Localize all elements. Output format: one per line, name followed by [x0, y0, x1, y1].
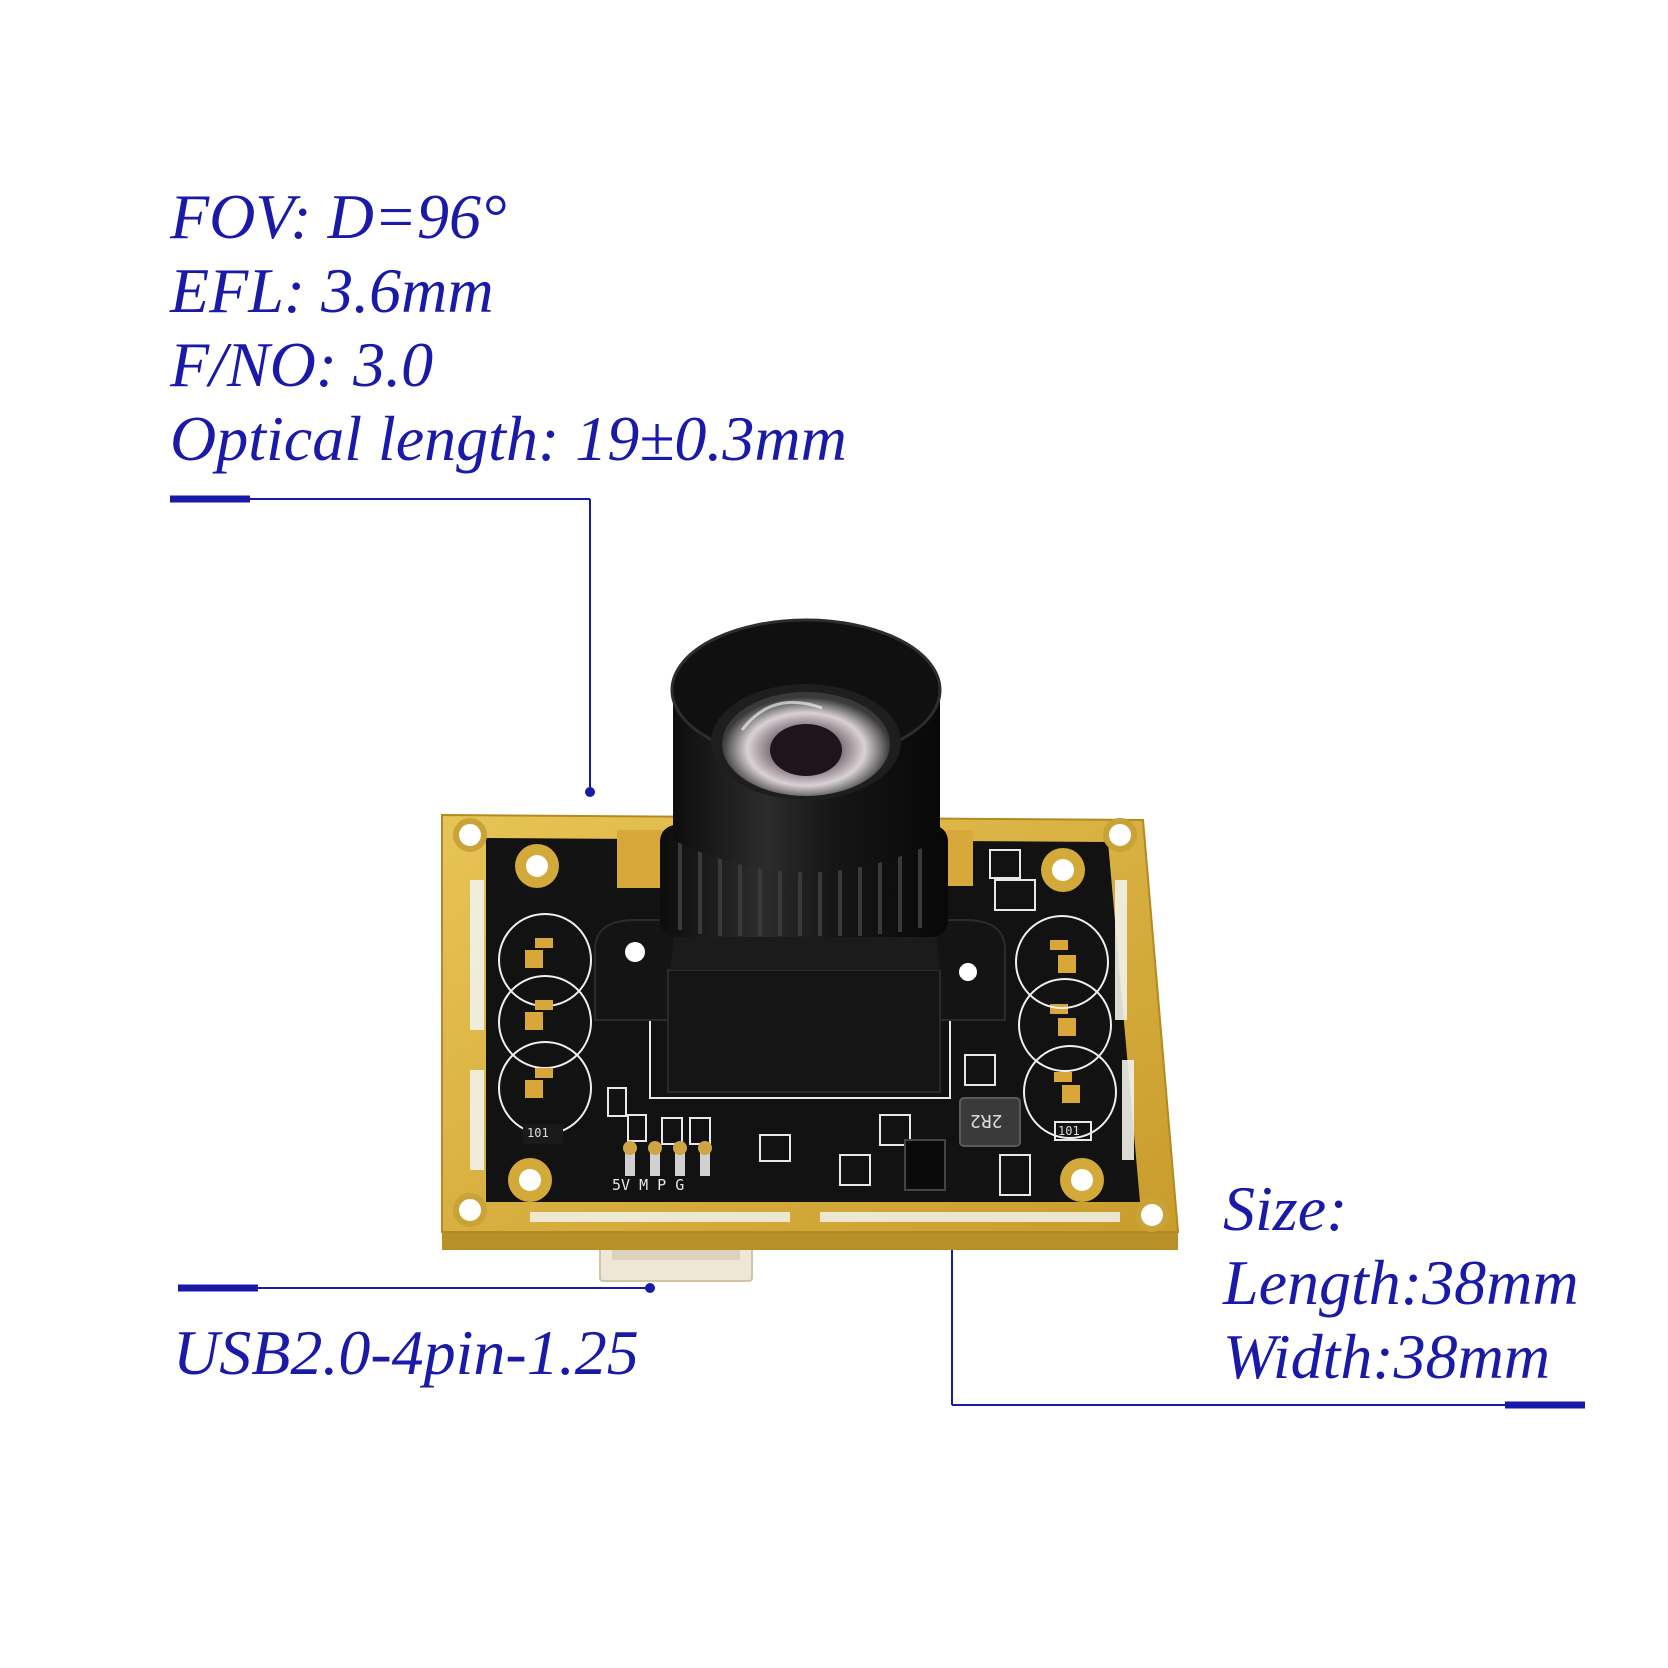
ir-led-pads-right: [1015, 915, 1117, 1139]
length-spec: Length:38mm: [1223, 1247, 1579, 1318]
resistor-marking-left: 101: [527, 1126, 549, 1140]
mounting-hole-bl: [453, 1158, 552, 1227]
resistor-marking-right: 101: [1058, 1124, 1080, 1138]
resistor-marking: [523, 1124, 563, 1144]
lens-barrel: [670, 618, 942, 873]
pin-header: [623, 1141, 712, 1176]
inductor-marking: 2R2: [970, 1110, 1003, 1131]
mounting-hole-tl: [453, 818, 559, 888]
usb-connector: [599, 1244, 753, 1282]
size-specs: Size: Length:38mm Width:38mm: [1223, 1172, 1579, 1394]
lens-specs: FOV: D=96° EFL: 3.6mm F/NO: 3.0 Optical …: [170, 180, 847, 476]
connector-callout-dot: [645, 1283, 655, 1293]
mounting-hole-tr: [1041, 818, 1137, 892]
lens-callout: [170, 495, 595, 797]
mounting-hole-br: [1060, 1158, 1169, 1232]
inductor: [959, 1097, 1021, 1147]
efl-spec: EFL: 3.6mm: [170, 255, 494, 326]
size-heading: Size:: [1223, 1173, 1348, 1244]
regulator-ic: [904, 1139, 946, 1191]
connector-callout: [178, 1283, 655, 1293]
optical-length-spec: Optical length: 19±0.3mm: [170, 403, 847, 474]
fno-spec: F/NO: 3.0: [170, 329, 434, 400]
width-spec: Width:38mm: [1223, 1321, 1551, 1392]
pin-labels: 5V M P G: [612, 1176, 685, 1194]
fov-spec: FOV: D=96°: [170, 181, 507, 252]
lens-callout-dot: [585, 787, 595, 797]
connector-spec: USB2.0-4pin-1.25: [173, 1317, 639, 1388]
